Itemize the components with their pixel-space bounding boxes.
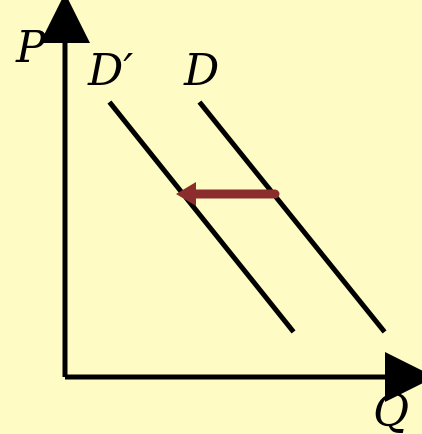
new-demand-label: D′ (87, 45, 133, 96)
left-arrow-icon (176, 182, 280, 206)
demand-curve-d (197, 100, 387, 334)
demand-curve-d-prime (107, 100, 296, 334)
original-demand-label: D (183, 45, 219, 96)
quantity-axis-label: Q (373, 386, 409, 434)
price-axis-label: P (15, 22, 47, 73)
